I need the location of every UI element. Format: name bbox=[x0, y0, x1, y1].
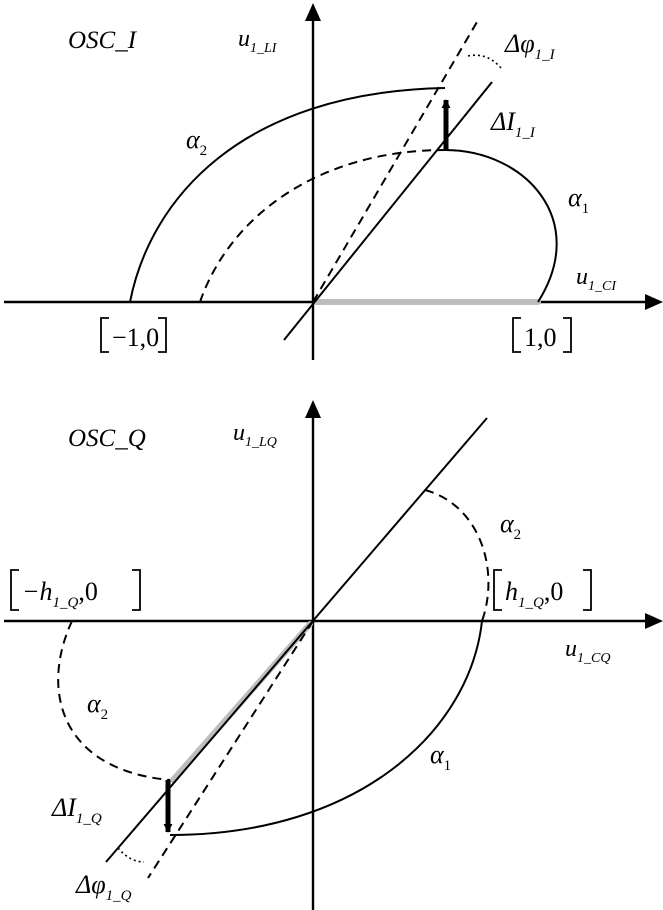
top-x-axis-arrowhead bbox=[645, 294, 663, 310]
top-panel: OSC_I u1_LI u1_CI α2 α1 Δφ1_I ΔI1_I −1,0… bbox=[4, 3, 663, 360]
top-point-right-label: 1,0 bbox=[524, 323, 557, 352]
bottom-y-axis-arrowhead bbox=[305, 400, 321, 418]
top-left-bracket-open bbox=[100, 317, 109, 353]
bottom-dashed-diagonal bbox=[147, 620, 314, 879]
top-point-left-label: −1,0 bbox=[112, 323, 159, 352]
top-dashed-curve bbox=[199, 149, 446, 303]
bottom-delta-phi-label: Δφ1_Q bbox=[75, 870, 132, 904]
bottom-panel: OSC_Q u1_LQ u1_CQ α2 α2 α1 ΔI1_Q Δφ1_Q −… bbox=[4, 400, 663, 910]
bottom-point-right-label: h1_Q,0 bbox=[505, 577, 563, 611]
top-diagonal-line bbox=[283, 81, 493, 341]
top-x-axis-label: u1_CI bbox=[576, 264, 617, 294]
top-right-bracket-close bbox=[563, 317, 572, 353]
top-delta-i-label: ΔI1_I bbox=[490, 107, 536, 141]
top-alpha2-curve bbox=[129, 87, 446, 303]
bottom-x-axis-arrowhead bbox=[645, 613, 663, 629]
top-panel-label: OSC_I bbox=[68, 27, 138, 54]
top-delta-phi-label: Δφ1_I bbox=[504, 29, 556, 63]
bottom-alpha1-curve bbox=[169, 620, 483, 836]
bottom-alpha2-lower-curve bbox=[57, 620, 171, 781]
top-left-bracket-close bbox=[158, 317, 167, 353]
bottom-x-axis-label: u1_CQ bbox=[565, 636, 610, 666]
bottom-alpha2-lower-label: α2 bbox=[87, 689, 108, 723]
top-alpha1-label: α1 bbox=[568, 183, 589, 217]
top-right-bracket-open bbox=[512, 317, 521, 353]
top-y-axis-arrowhead bbox=[305, 3, 321, 21]
bottom-delta-phi-arc bbox=[117, 847, 145, 863]
bottom-alpha2-upper-curve bbox=[424, 489, 490, 622]
bottom-right-bracket-open bbox=[493, 569, 502, 611]
top-dashed-diagonal bbox=[312, 21, 478, 303]
bottom-point-left-label: −h1_Q,0 bbox=[22, 577, 98, 611]
bottom-panel-label: OSC_Q bbox=[68, 425, 146, 452]
top-alpha2-label: α2 bbox=[186, 125, 207, 159]
bottom-right-bracket-close bbox=[583, 569, 592, 611]
bottom-left-bracket-open bbox=[10, 569, 19, 611]
top-delta-phi-arc bbox=[467, 54, 502, 69]
bottom-left-bracket-close bbox=[132, 569, 141, 611]
top-y-axis-label: u1_LI bbox=[238, 26, 278, 56]
bottom-alpha2-upper-label: α2 bbox=[500, 509, 521, 543]
bottom-delta-i-label: ΔI1_Q bbox=[51, 793, 102, 827]
bottom-diagonal-line bbox=[105, 417, 488, 863]
top-alpha1-curve bbox=[444, 149, 558, 303]
bottom-alpha1-label: α1 bbox=[430, 740, 451, 774]
bottom-y-axis-label: u1_LQ bbox=[233, 420, 277, 450]
